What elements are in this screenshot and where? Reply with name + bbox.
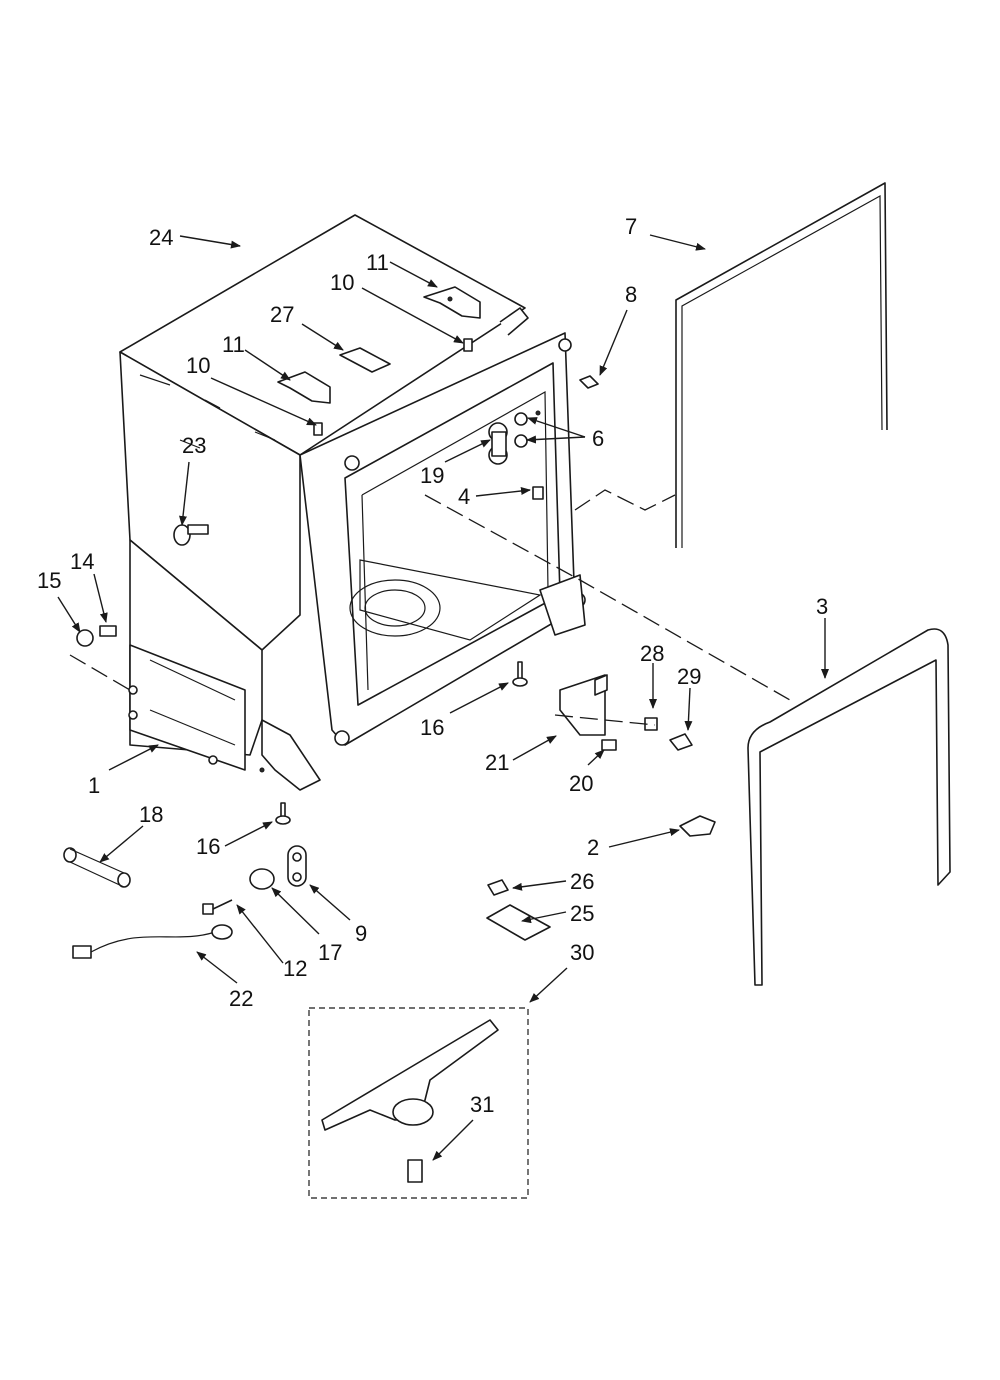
callout-10-upper: 10 xyxy=(330,270,354,295)
callout-2: 2 xyxy=(587,835,599,860)
callout-26: 26 xyxy=(570,869,594,894)
plug xyxy=(173,524,209,546)
callout-14: 14 xyxy=(70,549,94,574)
callout-24: 24 xyxy=(149,225,173,250)
callout-4: 4 xyxy=(458,484,470,509)
callout-17: 17 xyxy=(318,940,342,965)
callout-10-lower: 10 xyxy=(186,353,210,378)
inset-box xyxy=(308,1007,529,1199)
latch xyxy=(679,815,716,837)
callout-21: 21 xyxy=(485,750,509,775)
washers xyxy=(514,410,541,448)
callout-18: 18 xyxy=(139,802,163,827)
callout-19: 19 xyxy=(420,463,444,488)
bracket-screw xyxy=(601,739,617,751)
callout-labels: 24 11 10 27 11 10 23 7 8 6 19 4 3 15 14 … xyxy=(37,214,828,1117)
bracket-25 xyxy=(486,904,551,941)
tub-assembly xyxy=(119,214,586,791)
link-bracket xyxy=(287,845,307,887)
leveling-leg-right xyxy=(512,661,528,687)
screw-small xyxy=(669,733,693,751)
callout-30: 30 xyxy=(570,940,594,965)
callout-25: 25 xyxy=(570,901,594,926)
screw-upper xyxy=(463,338,473,352)
callout-11-upper: 11 xyxy=(366,250,389,275)
callout-8: 8 xyxy=(625,282,637,307)
callout-12: 12 xyxy=(283,956,307,981)
callout-11-lower: 11 xyxy=(222,332,245,357)
nut xyxy=(532,486,544,500)
roller xyxy=(249,868,275,890)
mounting-bracket xyxy=(559,674,608,736)
callout-28: 28 xyxy=(640,641,664,666)
hinge-bracket-lower xyxy=(277,371,331,404)
callout-31: 31 xyxy=(470,1092,494,1117)
callout-20: 20 xyxy=(569,771,593,796)
leveling-leg-left xyxy=(275,802,291,825)
roller-cam xyxy=(488,422,508,465)
switch-26 xyxy=(487,879,509,896)
callout-16-right: 16 xyxy=(420,715,444,740)
door-gasket-top xyxy=(675,182,888,548)
ground-wire xyxy=(72,924,233,959)
fitting-15 xyxy=(76,629,94,647)
callout-29: 29 xyxy=(677,664,701,689)
callout-1: 1 xyxy=(88,773,100,798)
callout-3: 3 xyxy=(816,594,828,619)
callout-16-left: 16 xyxy=(196,834,220,859)
callout-27: 27 xyxy=(270,302,294,327)
screw-lower xyxy=(313,422,323,436)
screw-12 xyxy=(202,899,233,915)
door-gasket-lower xyxy=(747,628,951,986)
leader-lines xyxy=(57,234,829,1161)
callout-15: 15 xyxy=(37,568,61,593)
guide-lines xyxy=(69,489,791,726)
hinge-bracket-upper xyxy=(423,286,481,319)
callout-23: 23 xyxy=(182,433,206,458)
label-plate xyxy=(339,347,391,373)
callout-22: 22 xyxy=(229,986,253,1011)
tub-screw xyxy=(579,375,599,389)
spring xyxy=(63,847,131,888)
callout-9: 9 xyxy=(355,921,367,946)
fitting-14 xyxy=(99,625,117,637)
callout-6: 6 xyxy=(592,426,604,451)
callout-7: 7 xyxy=(625,214,637,239)
